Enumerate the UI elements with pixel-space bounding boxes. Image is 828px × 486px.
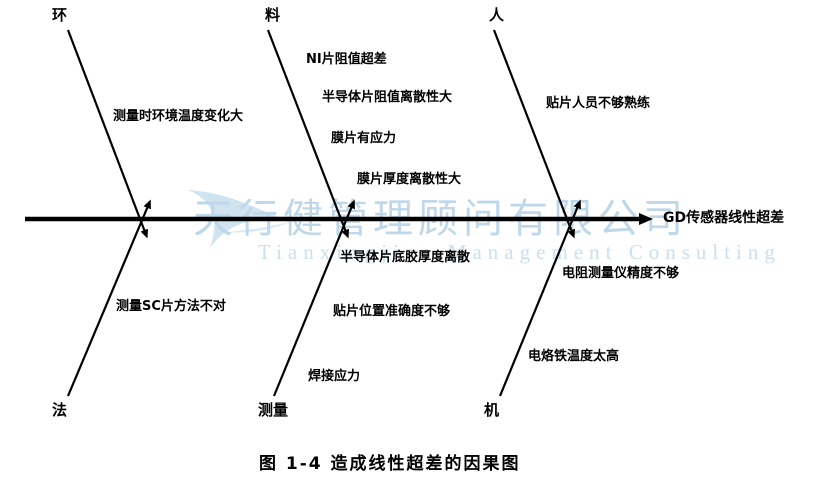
effect-label: GD传感器线性超差 [663,210,785,226]
cause-label-environment-1: 测量时环境温度变化大 [113,109,244,124]
branch-line-measurement [272,199,355,397]
branch-line-environment [66,29,149,239]
cause-label-machine-1: 电阻测量仪精度不够 [562,266,680,281]
category-label-machine: 机 [484,401,500,419]
cause-label-man-1: 贴片人员不够熟练 [546,96,651,111]
cause-label-method-1: 测量SC片方法不对 [116,299,226,314]
cause-label-measurement-2: 贴片位置准确度不够 [333,304,451,319]
category-label-method: 法 [52,401,68,419]
branch-line-man [492,29,576,239]
category-label-environment: 环 [52,6,68,24]
category-label-man: 人 [489,6,505,24]
branch-line-material [266,29,350,239]
figure-caption: 图 1-4 造成线性超差的因果图 [259,454,521,474]
cause-label-measurement-1: 半导体片底胶厚度离散 [340,250,471,265]
cause-label-machine-2: 电烙铁温度太高 [528,349,620,364]
cause-label-material-3: 膜片有应力 [331,131,397,146]
cause-label-material-2: 半导体片阻值离散性大 [322,90,453,105]
cause-label-material-4: 膜片厚度离散性大 [357,172,462,187]
cause-label-material-1: NI片阻值超差 [306,52,387,67]
branch-line-method [66,199,151,397]
category-label-measurement: 测量 [258,401,289,419]
branch-line-machine [498,199,581,397]
category-label-material: 料 [265,6,281,24]
cause-label-measurement-3: 焊接应力 [308,369,361,384]
